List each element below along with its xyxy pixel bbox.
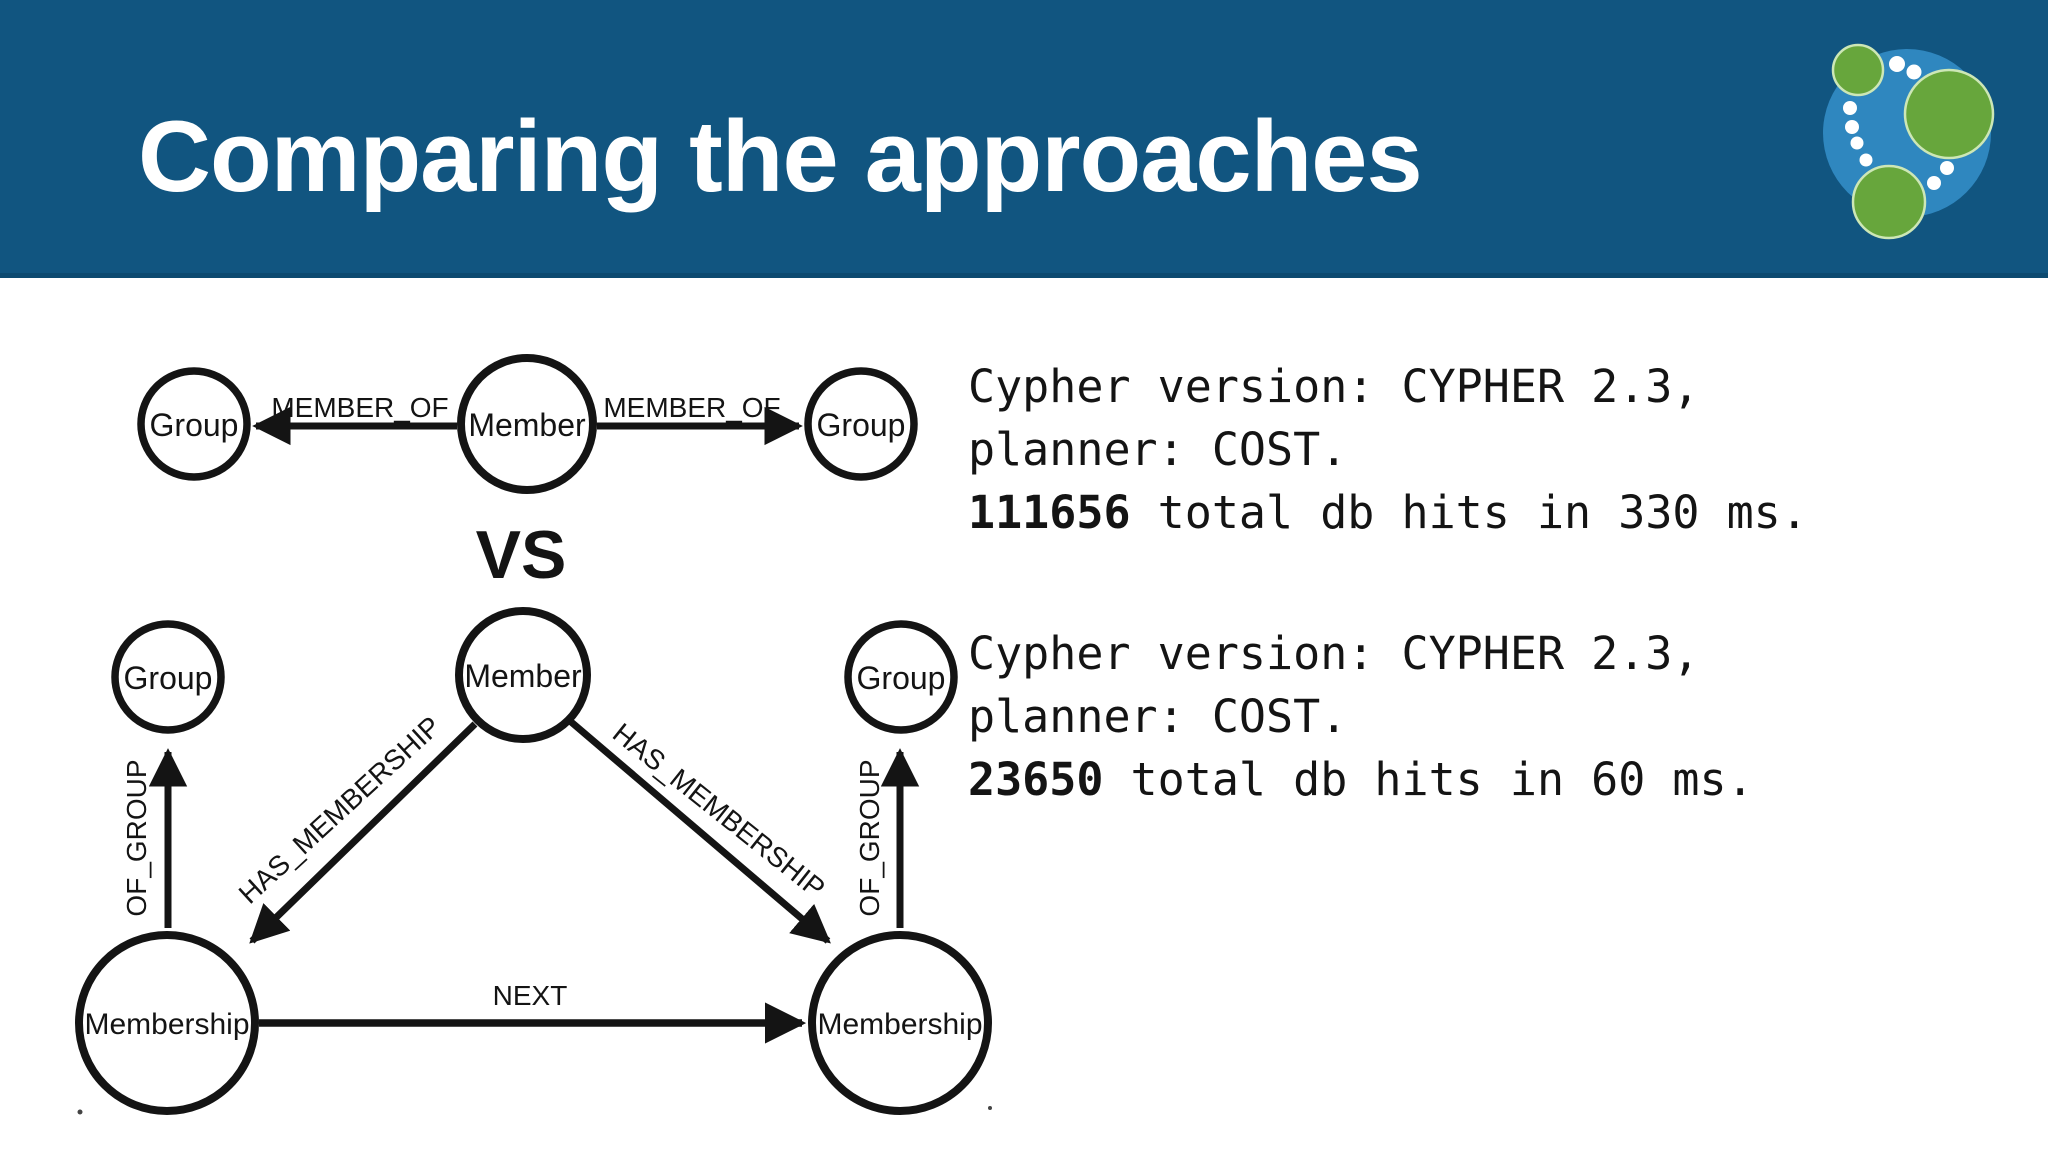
node-member-bottom	[455, 607, 591, 743]
node-member-top	[457, 354, 597, 494]
result-line: Cypher version: CYPHER 2.3,	[968, 627, 1700, 680]
node-label: Group	[150, 407, 239, 443]
bottom-diagram	[75, 607, 992, 1115]
result-line: Cypher version: CYPHER 2.3,	[968, 360, 1700, 413]
node-label: Group	[857, 660, 946, 696]
edge-label: MEMBER_OF	[271, 392, 448, 423]
node-membership-right	[808, 931, 992, 1115]
edge-label: MEMBER_OF	[603, 392, 780, 423]
node-group-top-right	[804, 367, 918, 481]
result-line: planner: COST.	[968, 690, 1348, 743]
node-label: Membership	[817, 1008, 982, 1041]
result-line-rest: total db hits in 330 ms.	[1130, 486, 1808, 539]
edge-label: OF_GROUP	[854, 759, 885, 916]
db-hits-count: 111656	[968, 486, 1131, 539]
neo4j-logo	[1823, 43, 1995, 240]
top-diagram	[137, 354, 918, 494]
node-group-bottom-right	[844, 620, 958, 734]
edge-has-membership-left-arrow	[249, 721, 478, 944]
logo-dots	[1843, 56, 1954, 190]
result-line: planner: COST.	[968, 423, 1348, 476]
edge-has-membership-right-arrow	[567, 718, 831, 944]
node-group-bottom-left	[111, 620, 225, 734]
node-label: Group	[124, 660, 213, 696]
stray-mark	[988, 1106, 992, 1110]
edge-label: NEXT	[493, 980, 568, 1011]
page-title: Comparing the approaches	[138, 101, 1423, 213]
node-label: Group	[817, 407, 906, 443]
logo-graph-icon	[1823, 43, 1995, 240]
result-line: 23650 total db hits in 60 ms.	[968, 748, 1808, 811]
db-hits-count: 23650	[968, 753, 1104, 806]
result-line: 111656 total db hits in 330 ms.	[968, 481, 1808, 544]
node-group-top-left	[137, 367, 251, 481]
edge-label: HAS_MEMBERSHIP	[233, 710, 447, 909]
edge-label: OF_GROUP	[121, 759, 152, 916]
top-diagram-labels: Group Member Group MEMBER_OF MEMBER_OF	[150, 392, 906, 443]
node-label: Member	[464, 658, 582, 694]
query-result-block-2: Cypher version: CYPHER 2.3, planner: COS…	[968, 622, 1808, 811]
stray-mark	[77, 1109, 83, 1115]
node-membership-left	[75, 931, 259, 1115]
bottom-diagram-labels: Group Member Group Membership Membership…	[84, 658, 982, 1041]
node-label: Member	[468, 407, 586, 443]
query-result-block-1: Cypher version: CYPHER 2.3, planner: COS…	[968, 355, 1808, 544]
header-band: Comparing the approaches	[0, 0, 2048, 278]
node-label: Membership	[84, 1008, 249, 1041]
vs-label: VS	[476, 517, 567, 593]
result-line-rest: total db hits in 60 ms.	[1103, 753, 1754, 806]
logo-green-nodes	[1831, 43, 1995, 240]
edge-label: HAS_MEMBERSHIP	[607, 717, 831, 904]
